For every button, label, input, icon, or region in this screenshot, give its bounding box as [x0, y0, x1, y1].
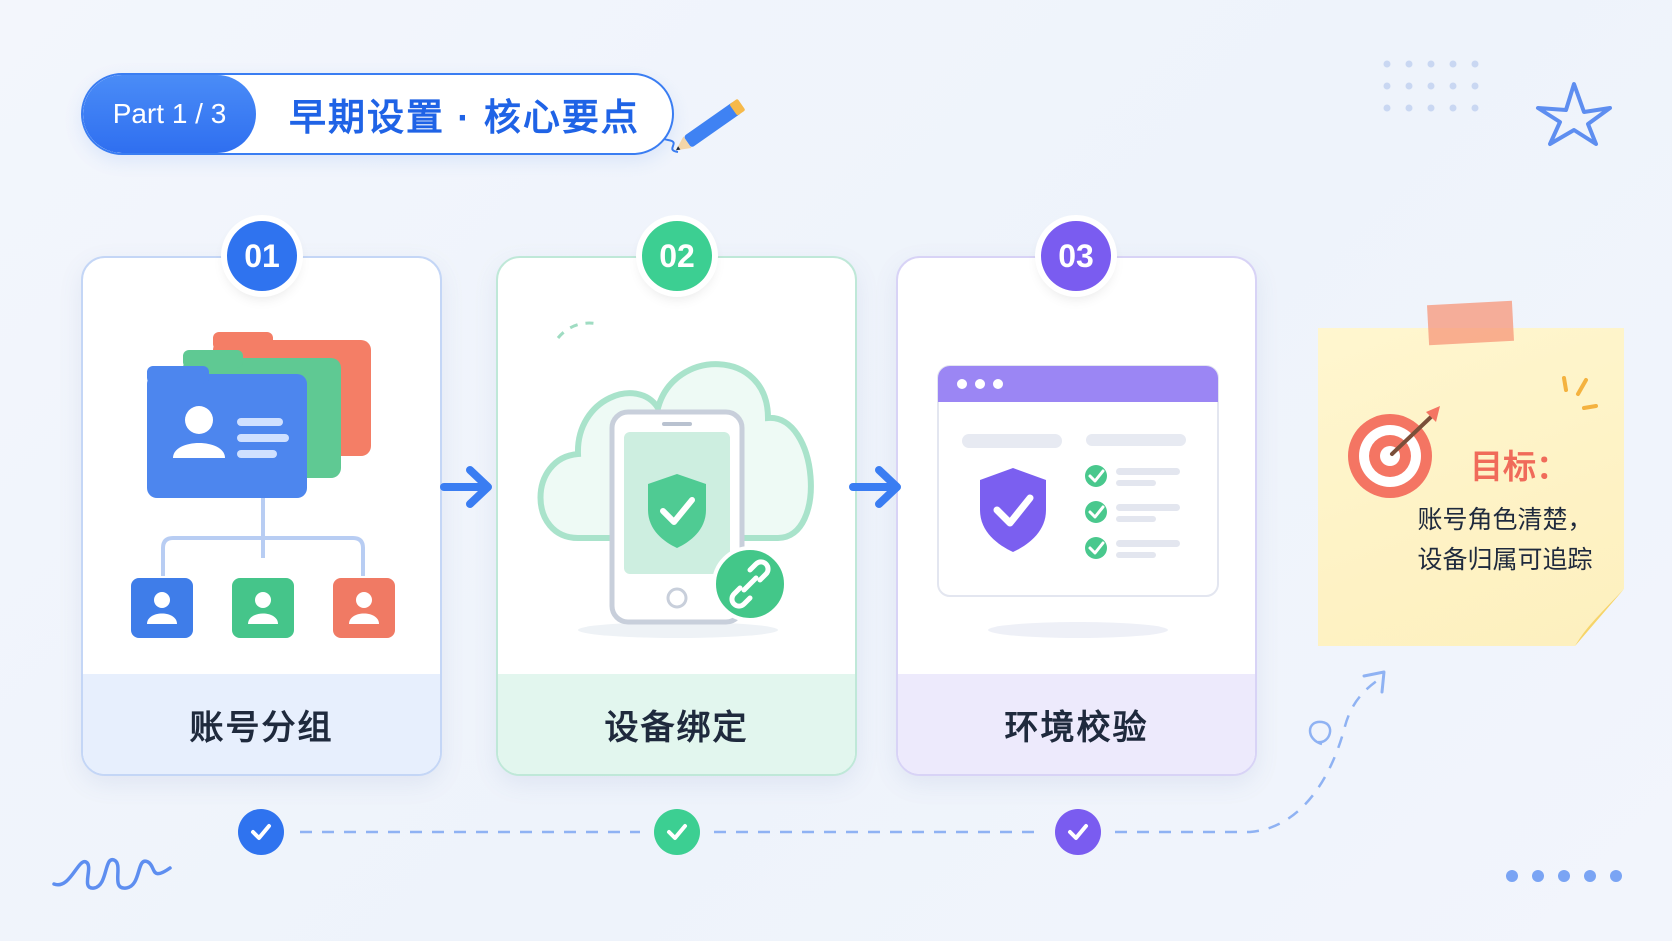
target-icon	[1348, 406, 1440, 498]
user-folders-hierarchy-icon	[131, 332, 395, 638]
star-icon	[1536, 82, 1612, 146]
goal-text-line-2: 设备归属可追踪	[1417, 546, 1593, 574]
squiggle-decoration	[52, 858, 172, 890]
step-label: 账号分组	[83, 674, 440, 774]
section-header: Part 1 / 3 早期设置 · 核心要点	[81, 73, 674, 155]
step-number-1: 01	[227, 221, 297, 291]
part-indicator: Part 1 / 3	[83, 75, 256, 153]
goal-text-line-1: 账号角色清楚，	[1417, 506, 1593, 534]
step-card-environment-check: 环境校验	[896, 256, 1257, 776]
step-card-device-binding: 设备绑定	[496, 256, 857, 776]
page-title: 早期设置 · 核心要点	[289, 97, 640, 138]
dot-grid-decoration	[1383, 60, 1479, 112]
browser-shield-checklist-icon	[937, 365, 1219, 638]
arrow-right-icon	[440, 466, 492, 508]
step-number-2: 02	[642, 221, 712, 291]
check-icon	[1055, 809, 1101, 855]
goal-title: 目标：	[1470, 448, 1569, 485]
check-icon	[238, 809, 284, 855]
step-card-account-grouping: 账号分组	[81, 256, 442, 776]
step-label: 设备绑定	[498, 674, 855, 774]
step-label: 环境校验	[898, 674, 1255, 774]
arrow-right-icon	[849, 466, 901, 508]
tape-decoration	[1427, 300, 1514, 346]
step-number-3: 03	[1041, 221, 1111, 291]
sparkle-decoration	[1562, 376, 1598, 410]
note-curl-decoration	[1575, 589, 1624, 646]
progress-dots-decoration	[1506, 870, 1622, 882]
cloud-phone-shield-link-icon	[537, 321, 814, 638]
check-icon	[654, 809, 700, 855]
